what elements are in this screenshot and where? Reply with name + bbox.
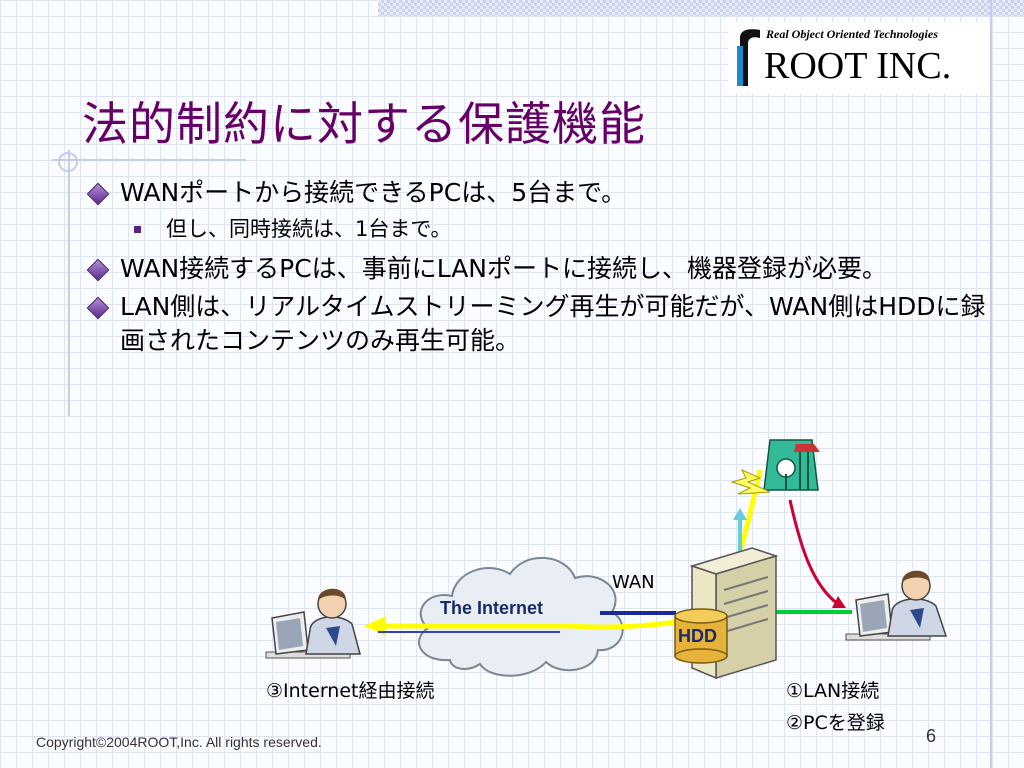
local-user-at-pc-icon [845, 570, 948, 641]
internet-streaming-path [378, 617, 691, 630]
bullet-item: LAN側は、リアルタイムストリーミング再生が可能だが、WAN側はHDDに録画され… [84, 290, 994, 358]
title-underline-decoration [52, 159, 246, 161]
right-decoration-line [990, 0, 992, 768]
header-pattern-band [378, 0, 1024, 16]
page-number: 6 [926, 726, 937, 746]
bullet-item: WANポートから接続できるPCは、5台まで。 [84, 176, 994, 210]
bullet-text: WANポートから接続できるPCは、5台まで。 [120, 178, 627, 207]
bullet-text: LAN側は、リアルタイムストリーミング再生が可能だが、WAN側はHDDに録画され… [120, 292, 986, 355]
internet-cloud-icon [418, 557, 624, 677]
hdd-icon [674, 608, 728, 664]
logo-company-name: ROOT INC. [764, 45, 952, 87]
registration-arrow [788, 499, 839, 606]
logo-r-mark-icon [737, 29, 760, 86]
upload-arrow [733, 508, 747, 555]
corner-circle-decoration [58, 152, 78, 172]
bullet-item: WAN接続するPCは、事前にLANポートに接続し、機器登録が必要。 [84, 252, 994, 286]
hdd-label: HDD [678, 626, 717, 646]
pc-registration-label: ②PCを登録 [786, 712, 885, 734]
square-bullet-icon [134, 226, 141, 233]
bullet-text: WAN接続するPCは、事前にLANポートに接続し、機器登録が必要。 [120, 254, 887, 283]
antenna-tower-icon [763, 439, 820, 491]
lan-connection-label: ①LAN接続 [786, 680, 880, 702]
logo-tagline: Real Object Oriented Technologies [766, 27, 938, 41]
lightning-bolt-icon [730, 468, 771, 495]
bullet-list: WANポートから接続できるPCは、5台まで。 但し、同時接続は、1台まで。 WA… [84, 176, 994, 362]
sub-bullet-text: 但し、同時接続は、1台まで。 [166, 217, 452, 241]
registration-arrowhead [832, 596, 846, 608]
sub-bullet-item: 但し、同時接続は、1台まで。 [84, 214, 994, 244]
slide-title: 法的制約に対する保護機能 [82, 97, 646, 151]
remote-user-at-pc-icon [265, 588, 361, 659]
cloud-label: The Internet [440, 598, 544, 618]
left-vertical-decoration [68, 150, 70, 416]
internet-connection-label: ③Internet経由接続 [266, 680, 435, 702]
company-logo: Real Object Oriented Technologies ROOT I… [728, 22, 990, 94]
copyright-footer: Copyright©2004ROOT,Inc. All rights reser… [36, 734, 322, 750]
wan-label: WAN [612, 572, 655, 593]
